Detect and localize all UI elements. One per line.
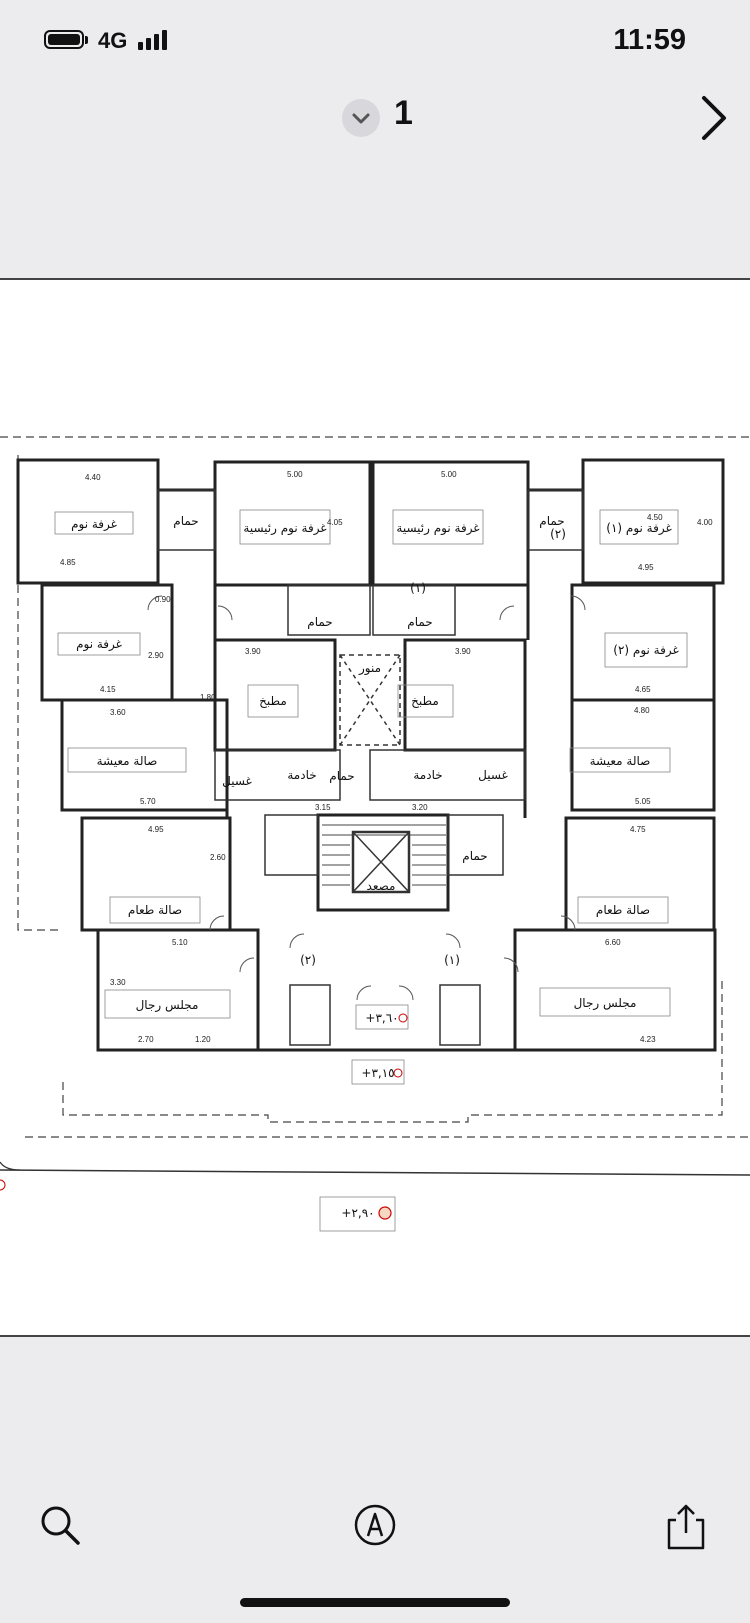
room-label-bathroom: حمام [539,514,564,528]
staircase [322,824,446,886]
room-label-bedroom-1: غرفة نوم (١) [606,521,672,536]
dim-text: 5.05 [635,797,651,806]
label-frames [54,509,688,1232]
room-label-bathroom: حمام [173,514,198,528]
dim-text: 4.85 [60,558,76,567]
dim-text: 3.60 [110,708,126,717]
entry-label-top-2: (٢) [550,527,566,541]
dim-text: 4.40 [85,473,101,482]
room-label-living-room: صالة معيشة [590,754,651,768]
dim-text: 6.60 [605,938,621,947]
dim-text: 5.70 [140,797,156,806]
room-label-dining-room: صالة طعام [596,903,650,917]
dim-text: 3.90 [455,647,471,656]
search-button[interactable] [38,1503,82,1547]
document-page[interactable]: غرفة نوم غرفة نوم رئيسية غرفة نوم رئيسية… [0,278,750,1337]
battery-tip-icon [85,36,88,44]
signal-icon [138,30,172,50]
dim-text: 5.00 [441,470,457,479]
room-label-bathroom: حمام [407,615,432,629]
dim-text: 3.90 [245,647,261,656]
dim-text: 2.70 [138,1035,154,1044]
page-dropdown-button[interactable] [342,99,380,137]
level-lobby: +٣,٦٠ [365,1011,398,1025]
dim-text: 2.90 [148,651,164,660]
level-entrance: +٣,١٥ [361,1066,394,1080]
dim-text: 5.00 [287,470,303,479]
dim-text: 0.90 [155,595,171,604]
bottom-toolbar [0,1335,750,1623]
partitions [157,489,584,1046]
room-label-bedroom: غرفة نوم [71,517,117,532]
dimensions: 4.40 5.00 5.00 4.50 4.85 4.95 4.15 4.65 … [60,470,713,1044]
room-label-living-room: صالة معيشة [97,754,158,768]
dim-text: 4.75 [630,825,646,834]
room-label-elevator: مصعد [367,879,396,893]
dim-text: 3.20 [412,803,428,812]
room-label-men-majlis: مجلس رجال [574,996,637,1011]
dim-text: 4.50 [647,513,663,522]
level-marker-icon [378,1206,392,1220]
room-label-bathroom: حمام [307,615,332,629]
room-label-kitchen: مطبخ [259,694,287,708]
room-label-laundry: غسيل [222,774,252,788]
room-label-master-bedroom: غرفة نوم رئيسية [396,521,479,536]
share-icon [667,1504,705,1550]
room-label-bedroom: غرفة نوم [76,637,122,652]
doors [147,595,586,1001]
dim-text: 2.60 [210,853,226,862]
status-bar: 4G 11:59 [0,0,750,80]
room-label-maid-room: خادمة [413,768,442,782]
markup-button[interactable] [353,1503,397,1547]
entry-label-2: (٢) [300,953,316,967]
site-boundary [0,436,750,1138]
room-label-lightwell: منور [358,661,381,676]
room-label-laundry: غسيل [478,768,508,782]
floor-plan: غرفة نوم غرفة نوم رئيسية غرفة نوم رئيسية… [0,436,750,1232]
dim-text: 4.15 [100,685,116,694]
dim-text: 1.80 [200,693,216,702]
chevron-down-icon [352,113,370,124]
status-time: 11:59 [613,24,686,56]
dim-text: 4.65 [635,685,651,694]
next-page-button[interactable] [698,92,730,144]
dim-text: 4.95 [148,825,164,834]
level-marker-icon [398,1013,408,1023]
dim-text: 3.30 [110,978,126,987]
room-label-bathroom: حمام [462,849,487,863]
dim-text: 4.05 [327,518,343,527]
level-marker-icon [393,1068,403,1078]
room-label-dining-room: صالة طعام [128,903,182,917]
room-label-kitchen: مطبخ [411,694,439,708]
entry-label-top: (١) [410,581,426,595]
dim-text: 4.80 [634,706,650,715]
search-icon [41,1506,80,1545]
battery-icon [44,30,84,49]
level-marker-icon [0,1179,6,1191]
chevron-right-icon [702,96,726,140]
page-number: 1 [394,94,413,132]
dim-text: 4.23 [640,1035,656,1044]
room-label-bathroom: حمام [329,769,354,783]
home-indicator[interactable] [240,1598,510,1607]
room-label-bedroom-2: غرفة نوم (٢) [613,643,679,658]
dim-text: 4.95 [638,563,654,572]
entry-label-1: (١) [444,953,460,967]
dim-text: 3.15 [315,803,331,812]
markup-pen-icon [354,1504,396,1546]
level-street: +٢,٩٠ [341,1206,374,1220]
dim-text: 4.00 [697,518,713,527]
street-line [0,1169,750,1176]
room-label-master-bedroom: غرفة نوم رئيسية [243,521,326,536]
dim-text: 1.20 [195,1035,211,1044]
network-type: 4G [98,28,128,53]
share-button[interactable] [664,1503,708,1550]
room-label-men-majlis: مجلس رجال [136,998,199,1013]
room-label-maid-room: خادمة [287,768,316,782]
dim-text: 5.10 [172,938,188,947]
